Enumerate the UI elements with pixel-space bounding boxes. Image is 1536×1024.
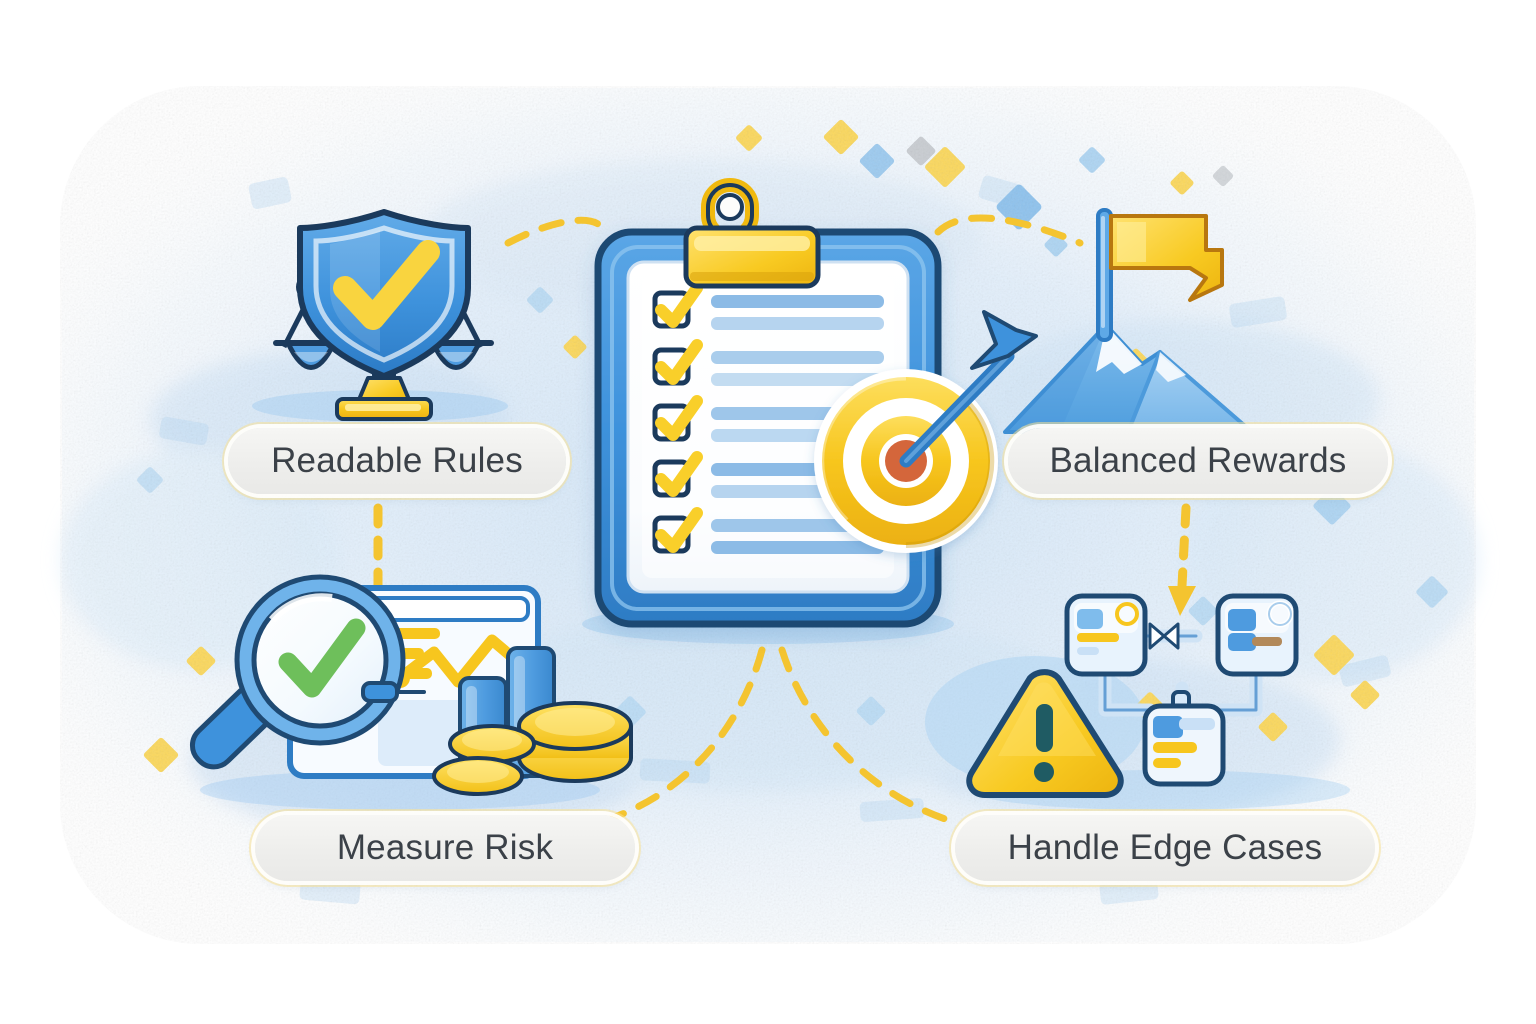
warning-flowchart-icon [925,593,1350,810]
checklist-row [652,282,884,330]
checklist-row [652,507,884,554]
connector-topleft [504,216,608,247]
flowchart-node [1064,593,1148,677]
coin-stack [517,701,633,783]
dashed-connector-group [504,214,1084,824]
clipboard-target-icon [582,178,1038,644]
label-text: Handle Edge Cases [1007,828,1323,867]
magnifier-chart-coins-icon [189,574,633,810]
arrow-icon [899,310,1038,468]
flowchart-node [1142,690,1226,787]
label-text: Measure Risk [336,828,554,867]
label-text: Balanced Rewards [1049,441,1347,480]
clipboard-clip [683,178,821,289]
flowchart-node [1215,593,1299,677]
label-readable-rules[interactable]: Readable Rules [228,428,566,494]
connector-bottomright [778,646,952,824]
checklist-row [652,339,884,386]
connector-bottomleft [608,646,766,822]
warning-triangle-icon [966,669,1124,798]
coin-single [432,756,524,796]
label-balanced-rewards[interactable]: Balanced Rewards [1008,428,1388,494]
shield-scales-icon [252,209,508,422]
connector-topright [934,214,1084,247]
dashed-arrow-right [1168,503,1196,616]
flag-mountain-icon [1003,208,1254,435]
magnifier-icon [189,574,406,770]
label-measure-risk[interactable]: Measure Risk [255,815,635,881]
label-handle-edge-cases[interactable]: Handle Edge Cases [955,815,1375,881]
coin-single [448,724,536,764]
label-text: Readable Rules [271,441,523,480]
